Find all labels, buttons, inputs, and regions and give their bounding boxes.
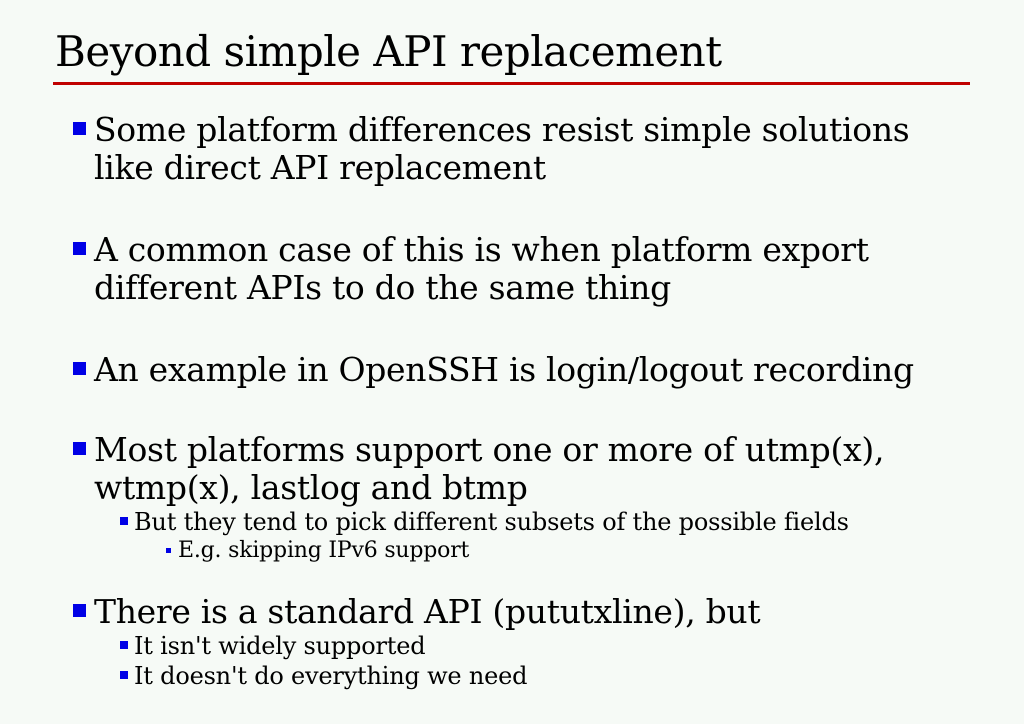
bullet-square-icon bbox=[73, 362, 86, 375]
sub-bullet-item: It doesn't do everything we need bbox=[0, 661, 1024, 691]
bullet-text: An example in OpenSSH is login/logout re… bbox=[94, 350, 914, 389]
bullet-list: Some platform differences resist simple … bbox=[0, 111, 1024, 691]
sub-sub-bullet-item: E.g. skipping IPv6 support bbox=[0, 537, 1024, 565]
bullet-square-icon bbox=[120, 641, 128, 649]
bullet-square-icon bbox=[120, 517, 128, 525]
bullet-item: There is a standard API (pututxline), bu… bbox=[0, 593, 1024, 631]
bullet-text: E.g. skipping IPv6 support bbox=[178, 538, 470, 563]
bullet-item: Some platform differences resist simple … bbox=[0, 111, 1024, 187]
page-title: Beyond simple API replacement bbox=[55, 27, 722, 76]
bullet-text: A common case of this is when platform e… bbox=[94, 230, 869, 307]
bullet-text: Most platforms support one or more of ut… bbox=[94, 430, 885, 507]
bullet-item: Most platforms support one or more of ut… bbox=[0, 431, 1024, 507]
bullet-square-icon bbox=[166, 548, 171, 553]
bullet-square-icon bbox=[73, 442, 86, 455]
bullet-text: There is a standard API (pututxline), bu… bbox=[94, 592, 761, 631]
bullet-item: A common case of this is when platform e… bbox=[0, 231, 1024, 307]
bullet-text: But they tend to pick different subsets … bbox=[134, 508, 849, 536]
bullet-text: Some platform differences resist simple … bbox=[94, 110, 910, 187]
bullet-square-icon bbox=[73, 242, 86, 255]
bullet-text: It doesn't do everything we need bbox=[134, 662, 528, 690]
bullet-text: It isn't widely supported bbox=[134, 632, 426, 660]
sub-bullet-item: But they tend to pick different subsets … bbox=[0, 507, 1024, 537]
bullet-square-icon bbox=[73, 604, 86, 617]
bullet-item: An example in OpenSSH is login/logout re… bbox=[0, 351, 1024, 389]
bullet-square-icon bbox=[120, 671, 128, 679]
bullet-square-icon bbox=[73, 122, 86, 135]
title-rule bbox=[53, 82, 970, 85]
sub-bullet-item: It isn't widely supported bbox=[0, 631, 1024, 661]
